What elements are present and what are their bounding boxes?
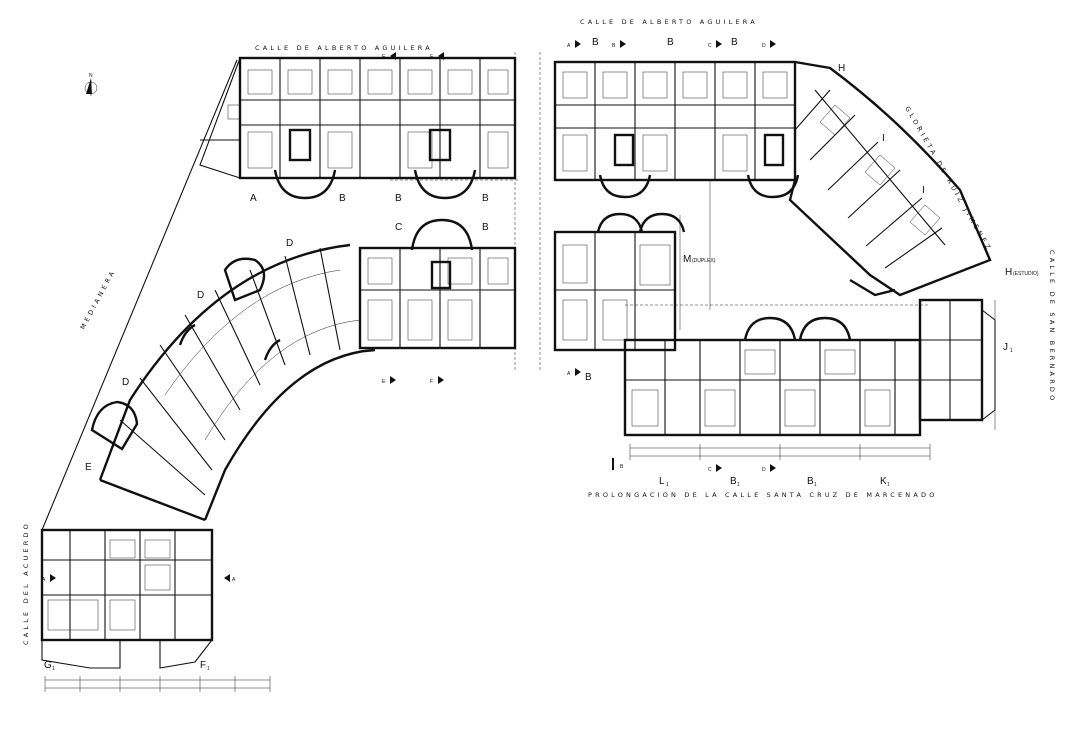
svg-text:F: F (200, 660, 206, 671)
svg-text:1: 1 (666, 482, 669, 488)
unit-label-i: I (922, 185, 925, 196)
svg-text:J: J (1003, 342, 1008, 353)
block-bottom-right (623, 298, 996, 460)
unit-label-b: B (592, 37, 599, 48)
svg-text:1: 1 (207, 666, 210, 672)
unit-label-l1: L 1 (659, 476, 669, 488)
svg-text:A: A (42, 577, 46, 583)
section-marker-a-bottom: A (567, 368, 581, 377)
north-label: N (89, 73, 93, 79)
svg-text:1: 1 (814, 482, 817, 488)
svg-text:B: B (730, 476, 737, 487)
svg-text:C: C (708, 467, 712, 473)
unit-label-b: B (731, 37, 738, 48)
street-glorieta-ruiz-jimenez: GLORIETA DE RUIZ JIMENEZ (903, 105, 993, 253)
section-marker-a-top: A (567, 40, 581, 49)
unit-label-b: B (667, 37, 674, 48)
svg-text:E: E (382, 379, 386, 385)
unit-label-j1: J 1 (1003, 342, 1013, 354)
street-alberto-aguilera-left: CALLE DE ALBERTO AGUILERA (255, 44, 433, 52)
unit-label-d: D (122, 377, 129, 388)
svg-text:(ESTUDIO): (ESTUDIO) (1013, 271, 1039, 277)
unit-label-h-estudio: H (ESTUDIO) (1005, 267, 1039, 278)
svg-text:G: G (44, 660, 52, 671)
unit-label-g1: G 1 (44, 660, 55, 672)
unit-label-f1: F 1 (200, 660, 210, 672)
street-santa-cruz-de-marcenado: PROLONGACION DE LA CALLE SANTA CRUZ DE M… (588, 491, 938, 499)
section-marker-c-top: C (708, 40, 722, 49)
section-marker-d-bottom: D (762, 464, 776, 473)
unit-label-e: E (85, 462, 92, 473)
section-marker-d-top: D (762, 40, 776, 49)
section-markers: A B C D E F E F (42, 40, 776, 583)
block-top-left (199, 56, 517, 200)
medianera-label: MEDIANERA (79, 268, 118, 331)
unit-label-k1: K 1 (880, 476, 890, 488)
section-marker-c-bottom: C (708, 464, 722, 473)
street-del-acuerdo: CALLE DEL ACUERDO (22, 521, 30, 645)
unit-label-b: B (482, 222, 489, 233)
svg-text:C: C (708, 43, 712, 49)
svg-text:1: 1 (887, 482, 890, 488)
section-marker-e-left: E (382, 52, 396, 60)
svg-text:L: L (659, 476, 665, 487)
section-marker-e-bottom: E (382, 376, 396, 385)
section-marker-a-left: A (42, 574, 56, 583)
unit-label-h: H (838, 63, 845, 74)
svg-text:D: D (762, 467, 766, 473)
unit-label-c: C (395, 222, 402, 233)
unit-label-d: D (197, 290, 204, 301)
svg-text:D: D (762, 43, 766, 49)
block-middle (358, 218, 517, 350)
section-marker-b-top: B (612, 40, 626, 49)
svg-text:E: E (382, 54, 386, 60)
unit-label-b1: B 1 (730, 476, 740, 488)
section-marker-f-left: F (430, 52, 444, 60)
unit-label-i: I (882, 133, 885, 144)
svg-text:1: 1 (52, 666, 55, 672)
block-bottom-left (40, 528, 271, 692)
unit-labels: A B B B C B D D D E B B B H I I M (DUPLE… (44, 37, 1039, 672)
unit-label-m-duplex: M (DUPLEX) (683, 254, 716, 265)
svg-text:(DUPLEX): (DUPLEX) (692, 258, 716, 264)
svg-text:A: A (232, 577, 236, 583)
block-diagonal (788, 60, 992, 297)
section-marker-a-right: A (224, 574, 236, 583)
section-marker-b-bottom: B (612, 458, 624, 470)
svg-text:H: H (1005, 267, 1012, 278)
block-curved (90, 243, 376, 522)
svg-text:1: 1 (737, 482, 740, 488)
svg-text:M: M (683, 254, 691, 265)
section-marker-f-bottom: F (430, 376, 444, 385)
svg-text:A: A (567, 371, 571, 377)
unit-label-b: B (482, 193, 489, 204)
unit-label-b: B (395, 193, 402, 204)
svg-text:1: 1 (1010, 348, 1013, 354)
svg-text:K: K (880, 476, 887, 487)
svg-text:A: A (567, 43, 571, 49)
unit-label-d: D (286, 238, 293, 249)
unit-label-b1: B 1 (807, 476, 817, 488)
unit-label-b: B (585, 372, 592, 383)
unit-label-a: A (250, 193, 257, 204)
svg-text:B: B (612, 43, 616, 49)
svg-text:F: F (430, 54, 433, 60)
street-san-bernardo: CALLE DE SAN BERNARDO (1048, 250, 1056, 403)
site-boundary (41, 52, 711, 531)
block-right-middle (553, 212, 686, 352)
street-alberto-aguilera-right: CALLE DE ALBERTO AGUILERA (580, 18, 758, 26)
block-top-right (553, 60, 800, 199)
svg-text:B: B (620, 464, 624, 470)
svg-text:F: F (430, 379, 433, 385)
north-arrow-icon: N (84, 73, 98, 96)
unit-label-b: B (339, 193, 346, 204)
svg-text:B: B (807, 476, 814, 487)
